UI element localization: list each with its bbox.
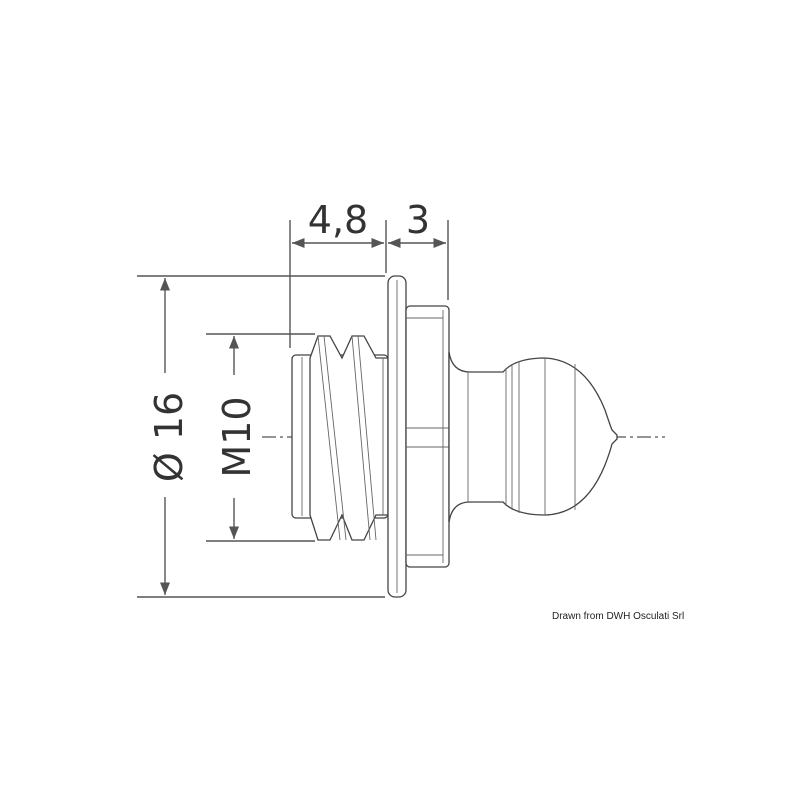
dimension-flange-diameter: Ø 16 <box>147 392 191 482</box>
dimension-hex-length: 3 <box>406 198 430 242</box>
thread-section <box>291 335 389 541</box>
credit-text: Drawn from DWH Osculati Srl <box>552 611 684 622</box>
dimension-lines <box>137 220 449 598</box>
hex-body <box>405 305 450 568</box>
dimension-thread-size: M10 <box>215 396 259 477</box>
knob <box>448 351 618 523</box>
dimension-thread-length: 4,8 <box>308 198 368 242</box>
